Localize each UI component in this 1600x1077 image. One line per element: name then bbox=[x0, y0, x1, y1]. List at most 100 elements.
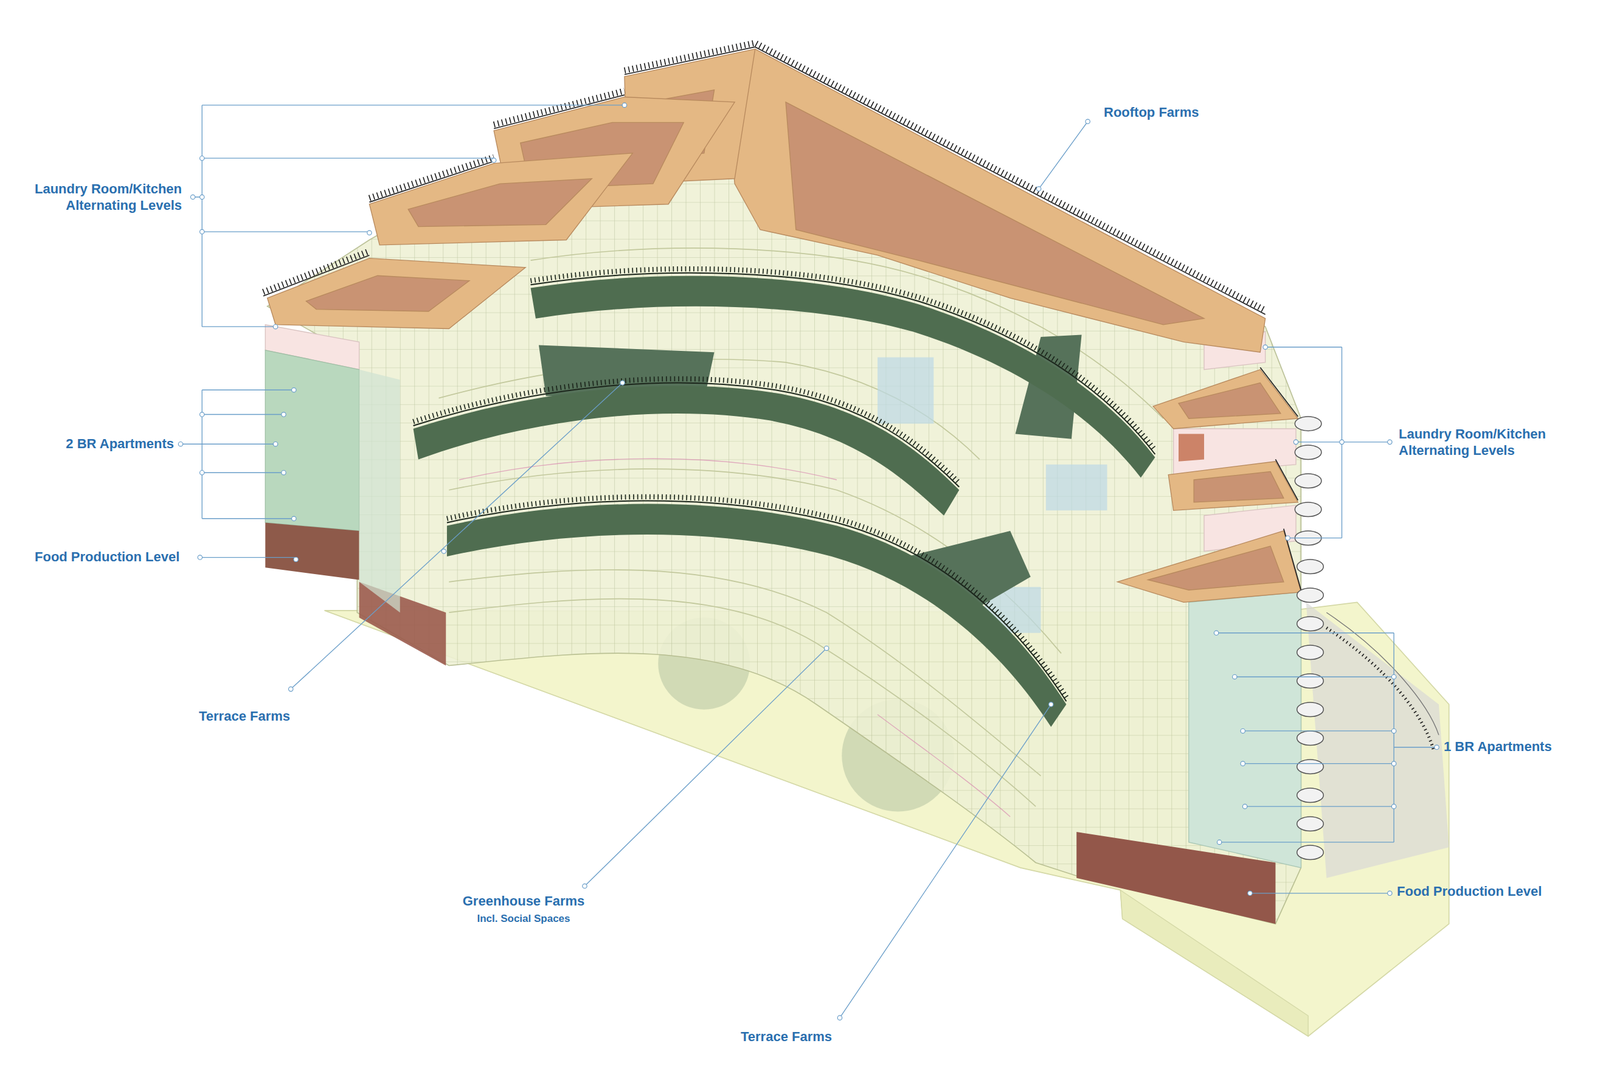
leader-lines bbox=[839, 704, 1051, 1018]
callout-label: Food Production Level bbox=[34, 549, 180, 566]
callout-label: Incl. Social Spaces bbox=[476, 912, 570, 926]
roof-railings bbox=[624, 43, 1266, 311]
spiral-balconies bbox=[1297, 673, 1324, 689]
leader-lines bbox=[1240, 728, 1245, 733]
roof-railings bbox=[493, 94, 625, 129]
rooftop-farms bbox=[1168, 461, 1298, 511]
rooftop-farms bbox=[408, 178, 592, 227]
end-blocks bbox=[877, 357, 934, 424]
leader-lines bbox=[837, 1015, 842, 1020]
leader-lines bbox=[441, 549, 446, 554]
end-blocks bbox=[265, 324, 1301, 924]
roof-railings bbox=[263, 255, 370, 297]
leader-lines bbox=[290, 383, 623, 690]
rooftop-farms bbox=[1193, 471, 1284, 503]
leader-lines bbox=[1242, 803, 1247, 809]
leader-lines bbox=[1216, 839, 1222, 845]
callout-label: Greenhouse Farms bbox=[462, 893, 586, 910]
terraces bbox=[413, 378, 960, 483]
callout-label: 1 BR Apartments bbox=[1443, 738, 1552, 756]
leader-lines bbox=[1036, 186, 1041, 191]
leader-lines bbox=[1434, 744, 1439, 750]
end-blocks bbox=[265, 350, 359, 531]
leader-lines bbox=[178, 102, 1439, 1020]
end-blocks bbox=[1188, 592, 1302, 868]
leader-lines bbox=[620, 380, 625, 385]
glass-facade bbox=[439, 248, 1164, 807]
leader-lines bbox=[1391, 803, 1396, 809]
end-blocks bbox=[359, 581, 447, 666]
leader-lines bbox=[1213, 630, 1219, 635]
rooftop-farms bbox=[1178, 383, 1281, 420]
leader-lines bbox=[582, 883, 587, 888]
glass-facade bbox=[448, 599, 1036, 807]
leader-lines bbox=[288, 686, 294, 691]
leader-lines bbox=[1391, 728, 1396, 733]
leader-lines bbox=[1247, 890, 1253, 896]
end-blocks bbox=[359, 369, 401, 613]
roof-railings bbox=[624, 46, 1266, 315]
spiral-balconies bbox=[1297, 759, 1324, 775]
roof-railings bbox=[369, 157, 494, 199]
rooftop-farms bbox=[369, 153, 633, 246]
leader-lines bbox=[824, 645, 829, 651]
leader-lines bbox=[491, 158, 496, 163]
leader-lines bbox=[200, 412, 205, 417]
leader-lines bbox=[1263, 344, 1268, 350]
rooftop-farms bbox=[1148, 546, 1284, 590]
leader-lines bbox=[180, 389, 294, 519]
spiral-balconies bbox=[1297, 616, 1324, 632]
callout-label: 2 BR Apartments bbox=[65, 436, 174, 453]
rooftop-farms bbox=[267, 49, 1302, 603]
leader-lines bbox=[622, 102, 627, 108]
leader-lines bbox=[1265, 347, 1391, 539]
terraces bbox=[446, 496, 1067, 698]
leader-lines bbox=[367, 230, 372, 235]
glass-facade bbox=[877, 714, 1011, 817]
terraces bbox=[413, 268, 1156, 702]
leader-lines bbox=[200, 470, 205, 475]
end-blocks bbox=[265, 522, 359, 580]
leader-lines bbox=[1391, 761, 1396, 766]
spiral-balconies bbox=[1297, 588, 1324, 603]
spiral-balconies bbox=[1297, 730, 1324, 746]
terraces bbox=[446, 504, 1067, 728]
leader-lines bbox=[1285, 535, 1290, 541]
leader-lines bbox=[291, 387, 297, 393]
leader-lines bbox=[200, 229, 205, 234]
leader-lines bbox=[1387, 890, 1393, 896]
spiral-balconies bbox=[1297, 559, 1324, 575]
leader-lines bbox=[1216, 633, 1437, 843]
leader-lines bbox=[190, 194, 195, 199]
leader-lines bbox=[1249, 892, 1390, 894]
leader-lines bbox=[293, 557, 298, 562]
rooftop-farms bbox=[1117, 530, 1301, 603]
callout-label: Terrace Farms bbox=[740, 1028, 832, 1046]
leader-lines bbox=[192, 105, 625, 327]
spiral-balconies bbox=[1297, 788, 1324, 803]
leader-lines bbox=[1232, 674, 1237, 679]
spiral-balconies bbox=[1294, 473, 1322, 489]
spiral-balconies bbox=[1297, 816, 1324, 832]
end-blocks bbox=[1045, 464, 1108, 511]
leader-lines bbox=[273, 324, 278, 329]
leader-lines bbox=[1240, 761, 1245, 766]
spiral-balconies bbox=[1297, 645, 1324, 660]
leader-lines bbox=[291, 516, 297, 521]
leader-lines bbox=[1038, 121, 1088, 190]
spiral-balconies bbox=[1294, 445, 1322, 460]
leader-lines bbox=[281, 412, 286, 417]
spiral-balconies bbox=[1294, 416, 1322, 432]
leader-lines bbox=[1387, 439, 1393, 444]
rooftop-farms bbox=[726, 49, 1266, 353]
ground-slab bbox=[1326, 627, 1434, 750]
callout-label: Terrace Farms bbox=[198, 708, 291, 725]
ground-slab bbox=[1326, 612, 1439, 735]
roof-railings bbox=[493, 90, 625, 125]
glass-facade bbox=[459, 458, 837, 480]
leader-lines bbox=[1085, 119, 1090, 124]
rooftop-farms bbox=[1153, 369, 1298, 429]
leader-lines bbox=[273, 442, 278, 447]
